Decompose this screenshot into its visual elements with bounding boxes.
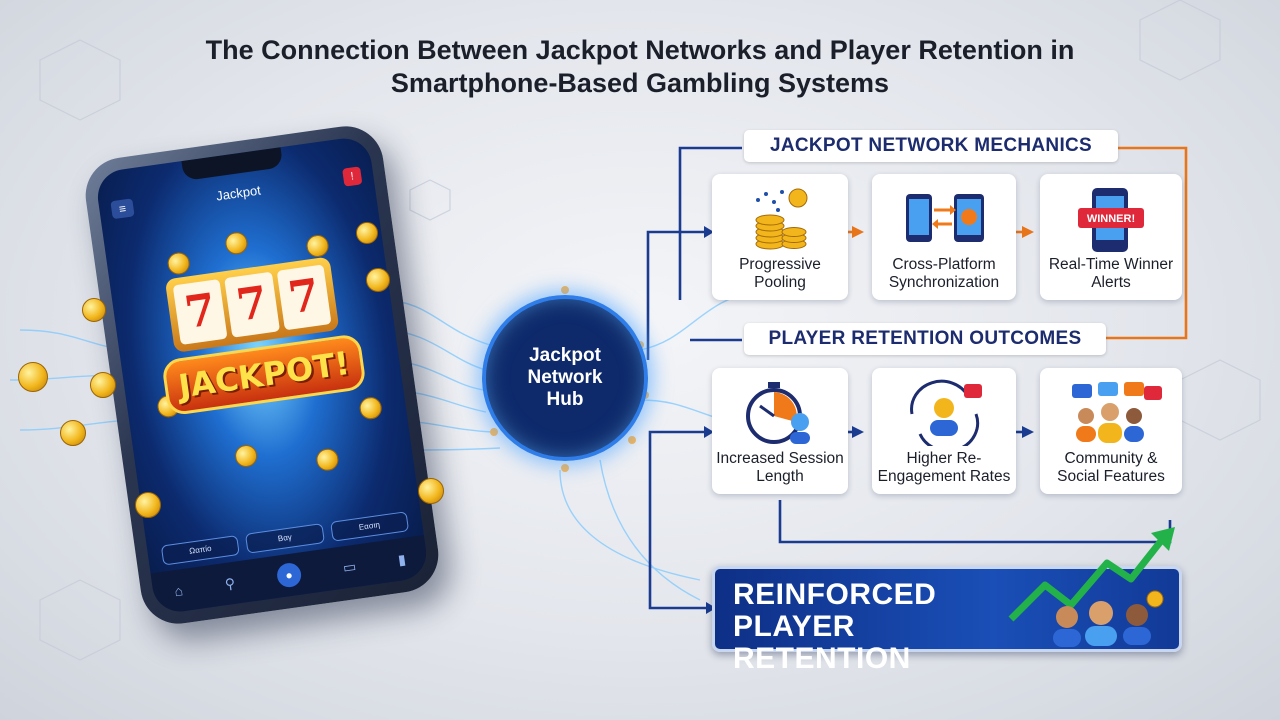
device-sync-icon — [906, 194, 984, 242]
notification-icon[interactable]: ! — [342, 166, 363, 187]
coin-icon — [60, 420, 86, 446]
slot-reel: 7 — [224, 271, 280, 338]
re-engagement-card: Higher Re-Engagement Rates — [872, 368, 1016, 494]
result-label: REINFORCED PLAYER RETENTION — [733, 578, 937, 675]
game-tab[interactable]: Βαγ — [245, 523, 325, 554]
card-label: Cross-Platform Synchronization — [888, 256, 1000, 291]
slot-reel: 7 — [172, 278, 228, 345]
growth-arrow-icon — [1008, 527, 1175, 647]
card-label: Progressive Pooling — [739, 256, 821, 291]
winner-alerts-card: WINNER! Real-Time Winner Alerts — [1040, 174, 1182, 300]
community-icon — [1072, 382, 1162, 443]
coin-icon — [223, 230, 249, 256]
hub-label: Jackpot Network Hub — [527, 345, 603, 410]
jackpot-network-hub: Jackpot Network Hub — [482, 295, 648, 461]
cross-platform-card: Cross-Platform Synchronization — [872, 174, 1016, 300]
card-label: Increased Session Length — [716, 450, 844, 485]
coin-icon — [82, 298, 106, 322]
coin-icon — [356, 222, 378, 244]
app-title: Jackpot — [215, 181, 262, 204]
coin-icon — [418, 478, 444, 504]
game-tab[interactable]: Ωαπίο — [160, 534, 241, 566]
page-title: The Connection Between Jackpot Networks … — [205, 35, 1075, 98]
coin-icon — [233, 443, 259, 469]
coin-icon — [135, 492, 161, 518]
coin-icon — [305, 233, 331, 259]
coin-icon — [166, 251, 192, 276]
coin-icon — [315, 447, 340, 473]
hamburger-menu-icon[interactable]: ≡ — [110, 198, 135, 220]
coin-icon — [18, 362, 48, 392]
card-label: Higher Re-Engagement Rates — [877, 450, 1011, 485]
card-label: Community & Social Features — [1057, 450, 1165, 485]
bag-icon[interactable]: ▭ — [341, 557, 358, 576]
coin-icon — [366, 268, 390, 292]
progressive-pooling-card: Progressive Pooling — [712, 174, 848, 300]
winner-alert-icon: WINNER! — [1078, 188, 1144, 252]
coin-icon — [358, 395, 384, 421]
home-icon[interactable]: ⌂ — [173, 582, 184, 600]
stopwatch-icon — [746, 382, 810, 444]
phone-screen: ≡ Jackpot ! 7 7 7 JACKPOT! Ωαπίο Βαγ Εασ… — [94, 134, 430, 616]
community-card: Community & Social Features — [1040, 368, 1182, 494]
game-tab[interactable]: Εασιη — [329, 511, 410, 542]
chart-icon[interactable]: ▮ — [396, 550, 407, 568]
session-length-card: Increased Session Length — [712, 368, 848, 494]
coin-stack-icon — [755, 188, 808, 250]
reinforced-retention-banner: REINFORCED PLAYER RETENTION — [712, 527, 1182, 675]
mechanics-header: JACKPOT NETWORK MECHANICS — [744, 130, 1118, 162]
outcomes-header: PLAYER RETENTION OUTCOMES — [744, 323, 1106, 355]
game-icon[interactable]: ● — [275, 561, 303, 589]
slot-reel: 7 — [276, 264, 332, 331]
card-label: Real-Time Winner Alerts — [1048, 256, 1174, 291]
search-icon[interactable]: ⚲ — [223, 574, 237, 592]
winner-badge-text: WINNER! — [1087, 213, 1135, 225]
coin-icon — [90, 372, 116, 398]
re-engagement-icon — [910, 379, 982, 446]
